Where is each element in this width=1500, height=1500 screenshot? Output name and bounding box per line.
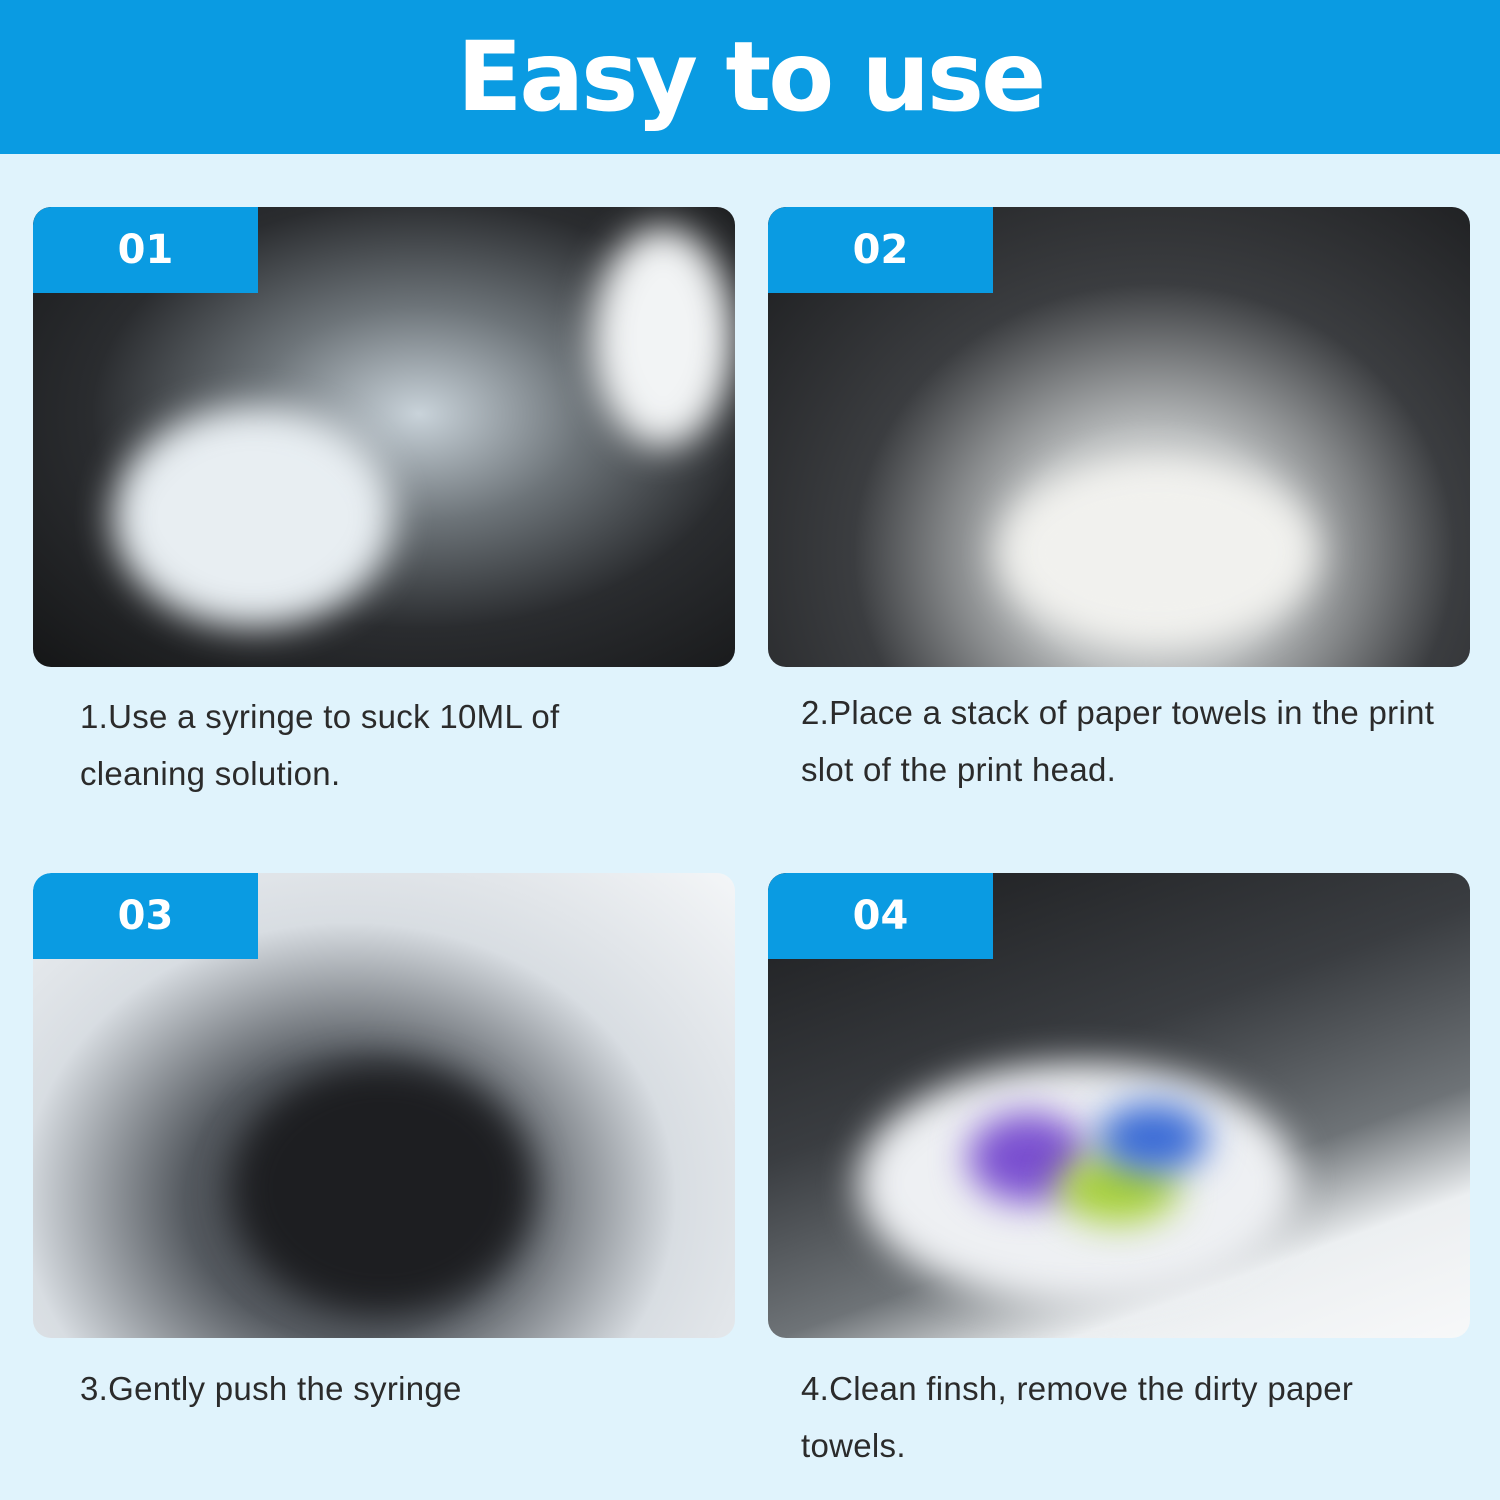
print-head-image	[233, 1063, 533, 1313]
header-banner: Easy to use	[0, 0, 1500, 154]
step-1-photo: 01	[33, 207, 735, 667]
bottle-image	[113, 407, 393, 627]
step-3-caption: 3.Gently push the syringe	[80, 1370, 462, 1407]
ink-stain	[1098, 1103, 1208, 1173]
step-4-caption: 4.Clean finsh, remove the dirty paper to…	[801, 1370, 1354, 1464]
ink-tank-image	[593, 227, 733, 447]
step-2-photo: 02	[768, 207, 1470, 667]
paper-towel-image	[998, 457, 1318, 647]
step-4-photo: 04	[768, 873, 1470, 1338]
step-2-caption: 2.Place a stack of paper towels in the p…	[801, 694, 1435, 788]
step-3-photo: 03	[33, 873, 735, 1338]
step-number-badge: 04	[768, 873, 993, 959]
step-number-badge: 02	[768, 207, 993, 293]
step-number-badge: 03	[33, 873, 258, 959]
page-title: Easy to use	[456, 21, 1046, 133]
step-1-caption: 1.Use a syringe to suck 10ML of cleaning…	[80, 698, 560, 792]
step-number-badge: 01	[33, 207, 258, 293]
